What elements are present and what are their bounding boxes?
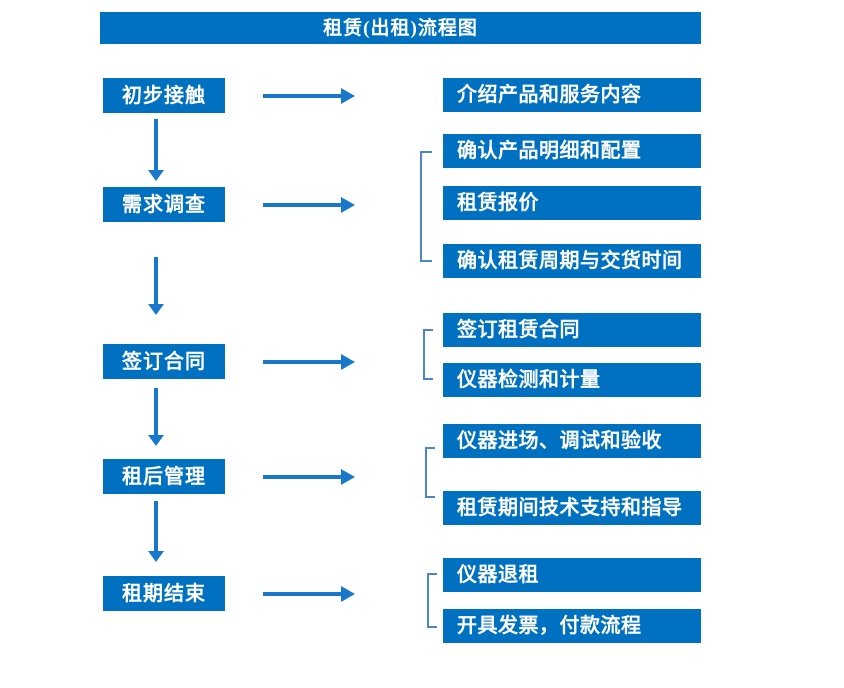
detail-intro-products: 介绍产品和服务内容 (443, 78, 701, 112)
detail-tech-support: 租赁期间技术支持和指导 (443, 491, 701, 525)
flowchart-title: 租赁(出租)流程图 (100, 12, 701, 44)
step-demand-survey: 需求调查 (103, 187, 225, 222)
right-arrow-icon (263, 88, 355, 104)
right-arrow-icon (263, 197, 355, 213)
detail-confirm-specs: 确认产品明细和配置 (443, 134, 701, 168)
detail-instrument-inspection: 仪器检测和计量 (443, 363, 701, 397)
step-post-rental-management: 租后管理 (103, 459, 225, 494)
bracket-connector (423, 329, 433, 380)
bracket-connector (427, 573, 437, 628)
bracket-connector (425, 447, 435, 498)
detail-rental-quote: 租赁报价 (443, 186, 701, 220)
detail-confirm-period: 确认租赁周期与交货时间 (443, 244, 701, 278)
detail-instrument-setup: 仪器进场、调试和验收 (443, 424, 701, 458)
down-arrow-icon (148, 119, 164, 181)
step-initial-contact: 初步接触 (103, 78, 225, 113)
detail-instrument-return: 仪器退租 (443, 558, 701, 592)
right-arrow-icon (263, 469, 355, 485)
step-sign-contract: 签订合同 (103, 344, 225, 379)
detail-invoice-payment: 开具发票，付款流程 (443, 609, 701, 643)
down-arrow-icon (148, 257, 164, 315)
bracket-connector (420, 151, 432, 262)
detail-sign-lease-contract: 签订租赁合同 (443, 313, 701, 347)
step-lease-end: 租期结束 (103, 576, 225, 611)
right-arrow-icon (263, 586, 355, 602)
right-arrow-icon (263, 354, 355, 370)
down-arrow-icon (148, 388, 164, 446)
down-arrow-icon (148, 501, 164, 562)
